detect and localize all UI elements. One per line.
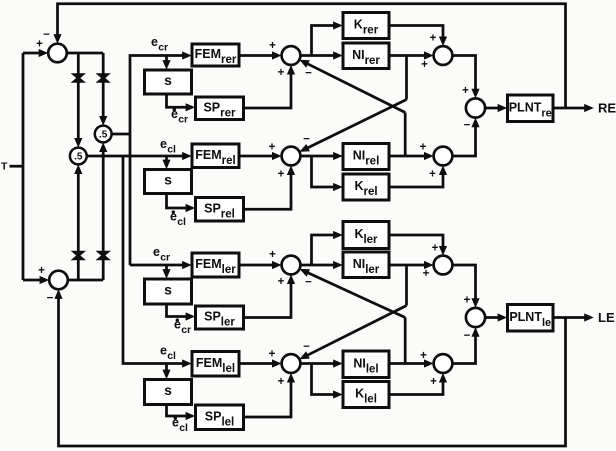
svg-text:e: e [151,35,158,49]
svg-text:+: + [269,349,276,361]
svg-text:+: + [429,169,436,181]
svg-text:+: + [278,169,285,181]
svg-text:cl: cl [179,422,188,434]
svg-text:+: + [421,59,428,71]
svg-text:LE: LE [598,310,615,325]
svg-text:+: + [420,142,427,154]
svg-text:s: s [164,281,172,297]
svg-text:s: s [164,171,172,187]
svg-text:−: − [47,293,54,305]
svg-text:+: + [423,268,430,280]
svg-text:+: + [269,249,276,261]
svg-text:s: s [164,382,172,398]
svg-text:cr: cr [181,324,191,336]
svg-text:.5: .5 [99,130,108,141]
svg-text:cr: cr [178,114,188,126]
svg-text:+: + [278,376,285,388]
svg-text:e: e [171,107,178,121]
svg-text:+: + [432,243,439,255]
svg-text:−: − [303,134,310,146]
svg-text:−: − [464,330,471,342]
svg-text:e: e [160,137,167,151]
svg-text:e: e [153,245,160,259]
svg-text:+: + [278,276,285,288]
svg-text:+: + [36,39,43,51]
svg-text:e: e [174,318,181,332]
svg-text:−: − [43,29,50,41]
svg-text:+: + [462,85,469,97]
svg-text:e: e [160,344,167,358]
svg-text:+: + [430,33,437,45]
svg-text:.5: .5 [74,152,83,163]
svg-text:−: − [305,68,312,80]
svg-text:−: − [303,341,310,353]
svg-text:e: e [172,416,179,430]
svg-text:RE: RE [598,101,616,116]
svg-text:cr: cr [160,252,170,264]
svg-text:e: e [170,210,177,224]
svg-text:+: + [278,67,285,79]
svg-text:+: + [464,295,471,307]
svg-text:cl: cl [177,216,186,228]
svg-text:cr: cr [158,42,168,54]
svg-text:+: + [38,265,45,277]
svg-text:+: + [269,40,276,52]
svg-text:−: − [305,277,312,289]
svg-text:+: + [430,376,437,388]
svg-text:−: − [464,120,471,132]
svg-text:cl: cl [167,350,176,362]
svg-text:cl: cl [167,144,176,156]
svg-text:+: + [269,142,276,154]
svg-text:s: s [164,72,172,88]
svg-text:T: T [1,160,8,172]
svg-text:+: + [420,350,427,362]
